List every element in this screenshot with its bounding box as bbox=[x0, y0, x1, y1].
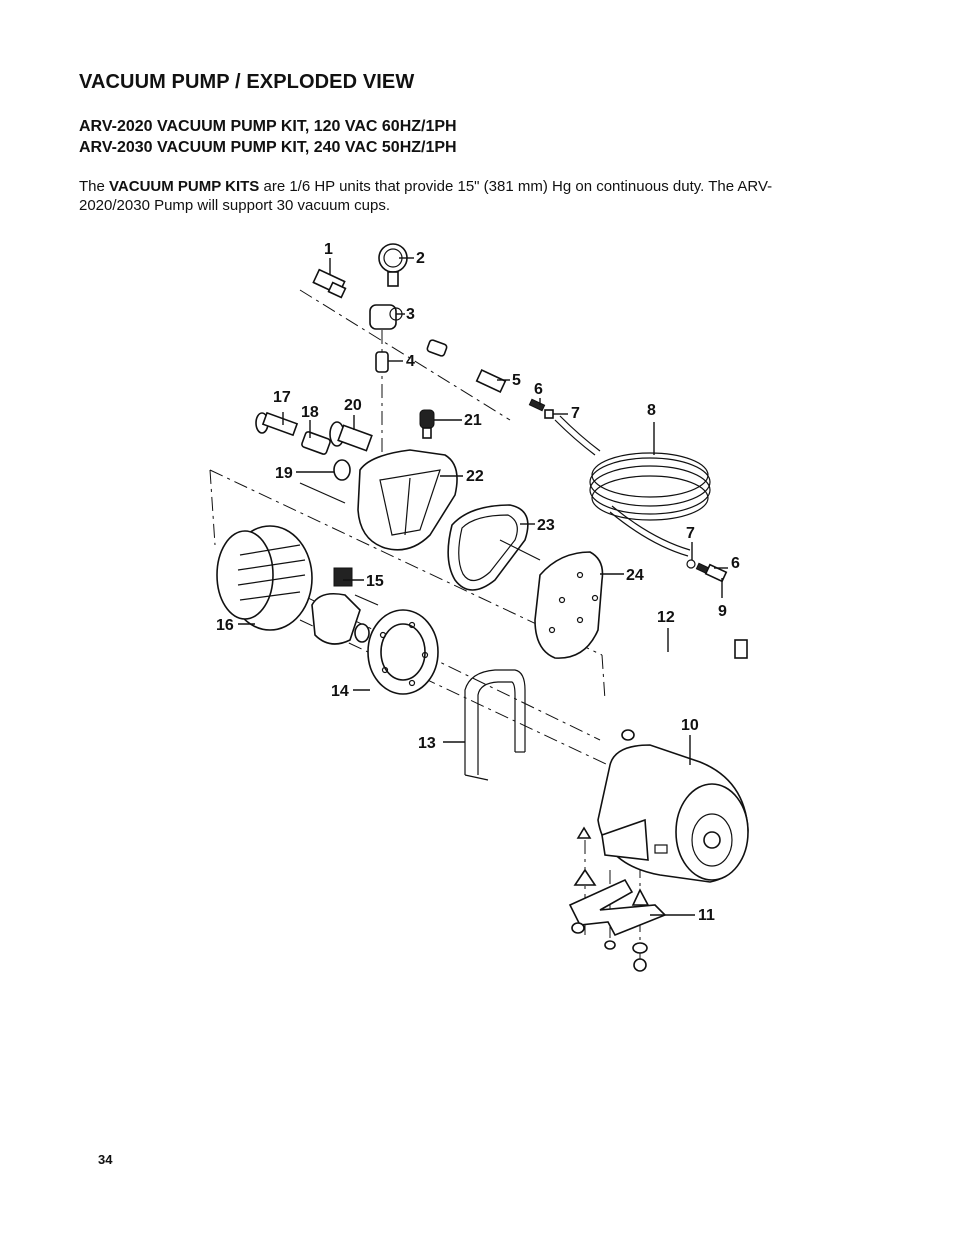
part-2-vacuum-gauge bbox=[378, 243, 408, 287]
callout-23: 23 bbox=[537, 517, 555, 534]
callout-16: 16 bbox=[216, 617, 234, 634]
part-19-o-ring bbox=[299, 459, 351, 504]
part-17-18-20-filter-fittings bbox=[255, 411, 373, 455]
part-24-end-plate bbox=[534, 551, 604, 659]
callout-3: 3 bbox=[406, 306, 415, 323]
callout-4: 4 bbox=[406, 353, 415, 370]
part-3-tee bbox=[369, 304, 403, 330]
callout-leaders bbox=[238, 257, 728, 916]
rotor-assembly bbox=[311, 592, 379, 645]
callout-13: 13 bbox=[418, 735, 436, 752]
callout-15: 15 bbox=[366, 573, 384, 590]
part-15-vane bbox=[333, 567, 353, 587]
callout-9: 9 bbox=[718, 603, 727, 620]
callout-19: 19 bbox=[275, 465, 293, 482]
page-title: VACUUM PUMP / EXPLODED VIEW bbox=[79, 71, 415, 93]
part-16-fan-shroud bbox=[216, 525, 313, 631]
part-9-fitting bbox=[704, 563, 728, 583]
kit-subtitle-2030: ARV-2030 VACUUM PUMP KIT, 240 VAC 50HZ/1… bbox=[79, 139, 457, 156]
part-4-nipple bbox=[375, 339, 448, 373]
callout-11: 11 bbox=[698, 907, 715, 924]
intro-bold: VACUUM PUMP KITS bbox=[109, 178, 260, 195]
callout-18: 18 bbox=[301, 404, 319, 421]
callout-22: 22 bbox=[466, 468, 484, 485]
part-12-power-cord bbox=[646, 639, 748, 692]
part-21-breather bbox=[419, 409, 435, 439]
callout-12: 12 bbox=[657, 609, 675, 626]
callout-21: 21 bbox=[464, 412, 482, 429]
callout-24: 24 bbox=[626, 567, 644, 584]
part-1-fitting bbox=[312, 268, 347, 299]
part-11-base-plate bbox=[568, 818, 667, 972]
part-8-hose-coil bbox=[554, 415, 711, 557]
callout-2: 2 bbox=[416, 250, 425, 267]
intro-prefix: The bbox=[79, 178, 110, 195]
part-13-handle-bracket bbox=[464, 669, 526, 781]
callout-17: 17 bbox=[273, 389, 291, 406]
kit-subtitle-2020: ARV-2020 VACUUM PUMP KIT, 120 VAC 60HZ/1… bbox=[79, 118, 457, 135]
callout-5: 5 bbox=[512, 372, 521, 389]
part-22-pump-head bbox=[357, 449, 458, 551]
callout-8: 8 bbox=[647, 402, 656, 419]
part-14-pump-body bbox=[367, 609, 439, 695]
callout-1: 1 bbox=[324, 241, 333, 258]
callout-10: 10 bbox=[681, 717, 699, 734]
callout-7b: 7 bbox=[686, 525, 695, 542]
callout-6b: 6 bbox=[731, 555, 740, 572]
callout-6a: 6 bbox=[534, 381, 543, 398]
callout-labels: 1 2 3 4 5 6 7 8 7 6 9 12 10 11 13 14 15 … bbox=[216, 241, 740, 924]
part-10-motor bbox=[597, 729, 749, 883]
part-23-gasket bbox=[447, 504, 541, 591]
callout-20: 20 bbox=[344, 397, 362, 414]
callout-7a: 7 bbox=[571, 405, 580, 422]
callout-14: 14 bbox=[331, 683, 349, 700]
part-5-fitting bbox=[475, 369, 507, 393]
intro-suffix: are 1/6 HP units that provide 15" (381 m… bbox=[79, 178, 773, 214]
page-number: 34 bbox=[98, 1152, 113, 1167]
intro-paragraph: The VACUUM PUMP KITS are 1/6 HP units th… bbox=[79, 177, 779, 215]
